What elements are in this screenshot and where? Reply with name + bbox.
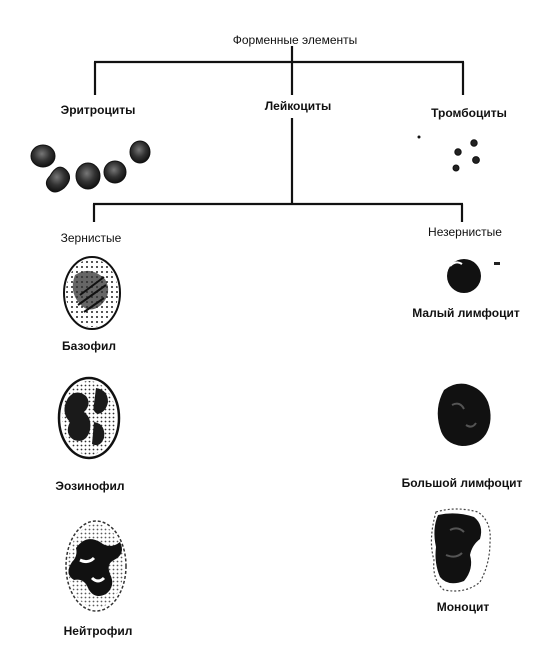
- platelets-illustration: [417, 135, 480, 172]
- platelets-label: Тромбоциты: [431, 106, 507, 120]
- connector-lines: [92, 46, 465, 222]
- erythrocytes-label: Эритроциты: [60, 103, 136, 117]
- eosinophil-illustration: [57, 376, 121, 460]
- monocyte-label: Моноцит: [436, 600, 490, 614]
- granular-label: Зернистые: [60, 231, 122, 245]
- basophil-label: Базофил: [62, 339, 116, 353]
- agranular-label: Незернистые: [428, 225, 502, 239]
- neutrophil-label: Нейтрофил: [63, 624, 133, 638]
- large-lymphocyte-illustration: [437, 383, 491, 446]
- monocyte-illustration: [430, 508, 491, 592]
- large-lymphocyte-label: Большой лимфоцит: [401, 476, 523, 490]
- basophil-illustration: [63, 256, 121, 330]
- erythrocytes-illustration: [30, 140, 151, 193]
- eosinophil-label: Эозинофил: [55, 479, 125, 493]
- small-lymphocyte-illustration: [447, 259, 500, 293]
- leukocytes-label: Лейкоциты: [264, 99, 332, 113]
- small-lymphocyte-label: Малый лимфоцит: [412, 306, 520, 320]
- root-label: Форменные элементы: [232, 33, 358, 47]
- neutrophil-illustration: [65, 520, 127, 612]
